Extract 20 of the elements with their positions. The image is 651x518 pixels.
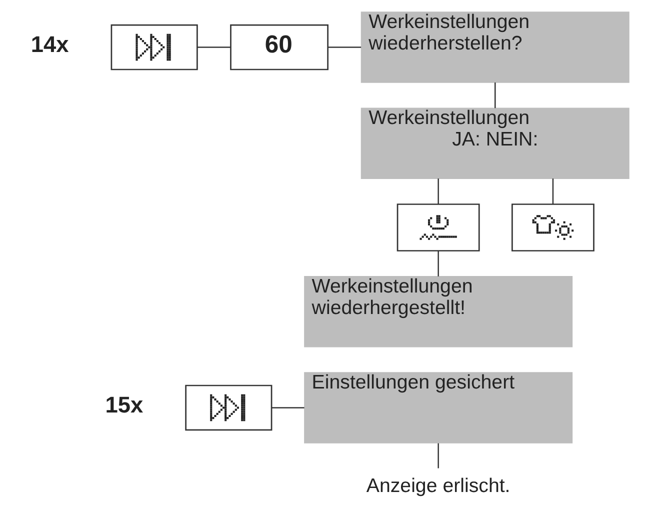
node-box: Werkeinstellungen wiederherstellen?: [360, 12, 630, 83]
node-label: 14x: [30, 31, 69, 58]
node-label: 15x: [105, 391, 144, 418]
node-box: Werkeinstellungen JA: NEIN:: [360, 108, 630, 179]
connector: [438, 250, 439, 276]
connector: [552, 178, 554, 204]
connector: [438, 443, 439, 468]
node-picture: [396, 204, 480, 252]
connector: [272, 407, 304, 408]
node-picture: [185, 384, 272, 431]
connector: [438, 178, 439, 204]
node-box: Werkeinstellungen wiederhergestellt!: [304, 276, 573, 348]
connector: [328, 46, 362, 48]
node-box: 60: [230, 24, 328, 70]
connector: [494, 82, 496, 108]
node-box: Einstellungen gesichert: [304, 372, 573, 444]
node-picture: [512, 204, 594, 252]
node-text: Anzeige erlischt.: [366, 475, 510, 498]
connector: [197, 46, 231, 48]
node-picture: [110, 24, 198, 70]
